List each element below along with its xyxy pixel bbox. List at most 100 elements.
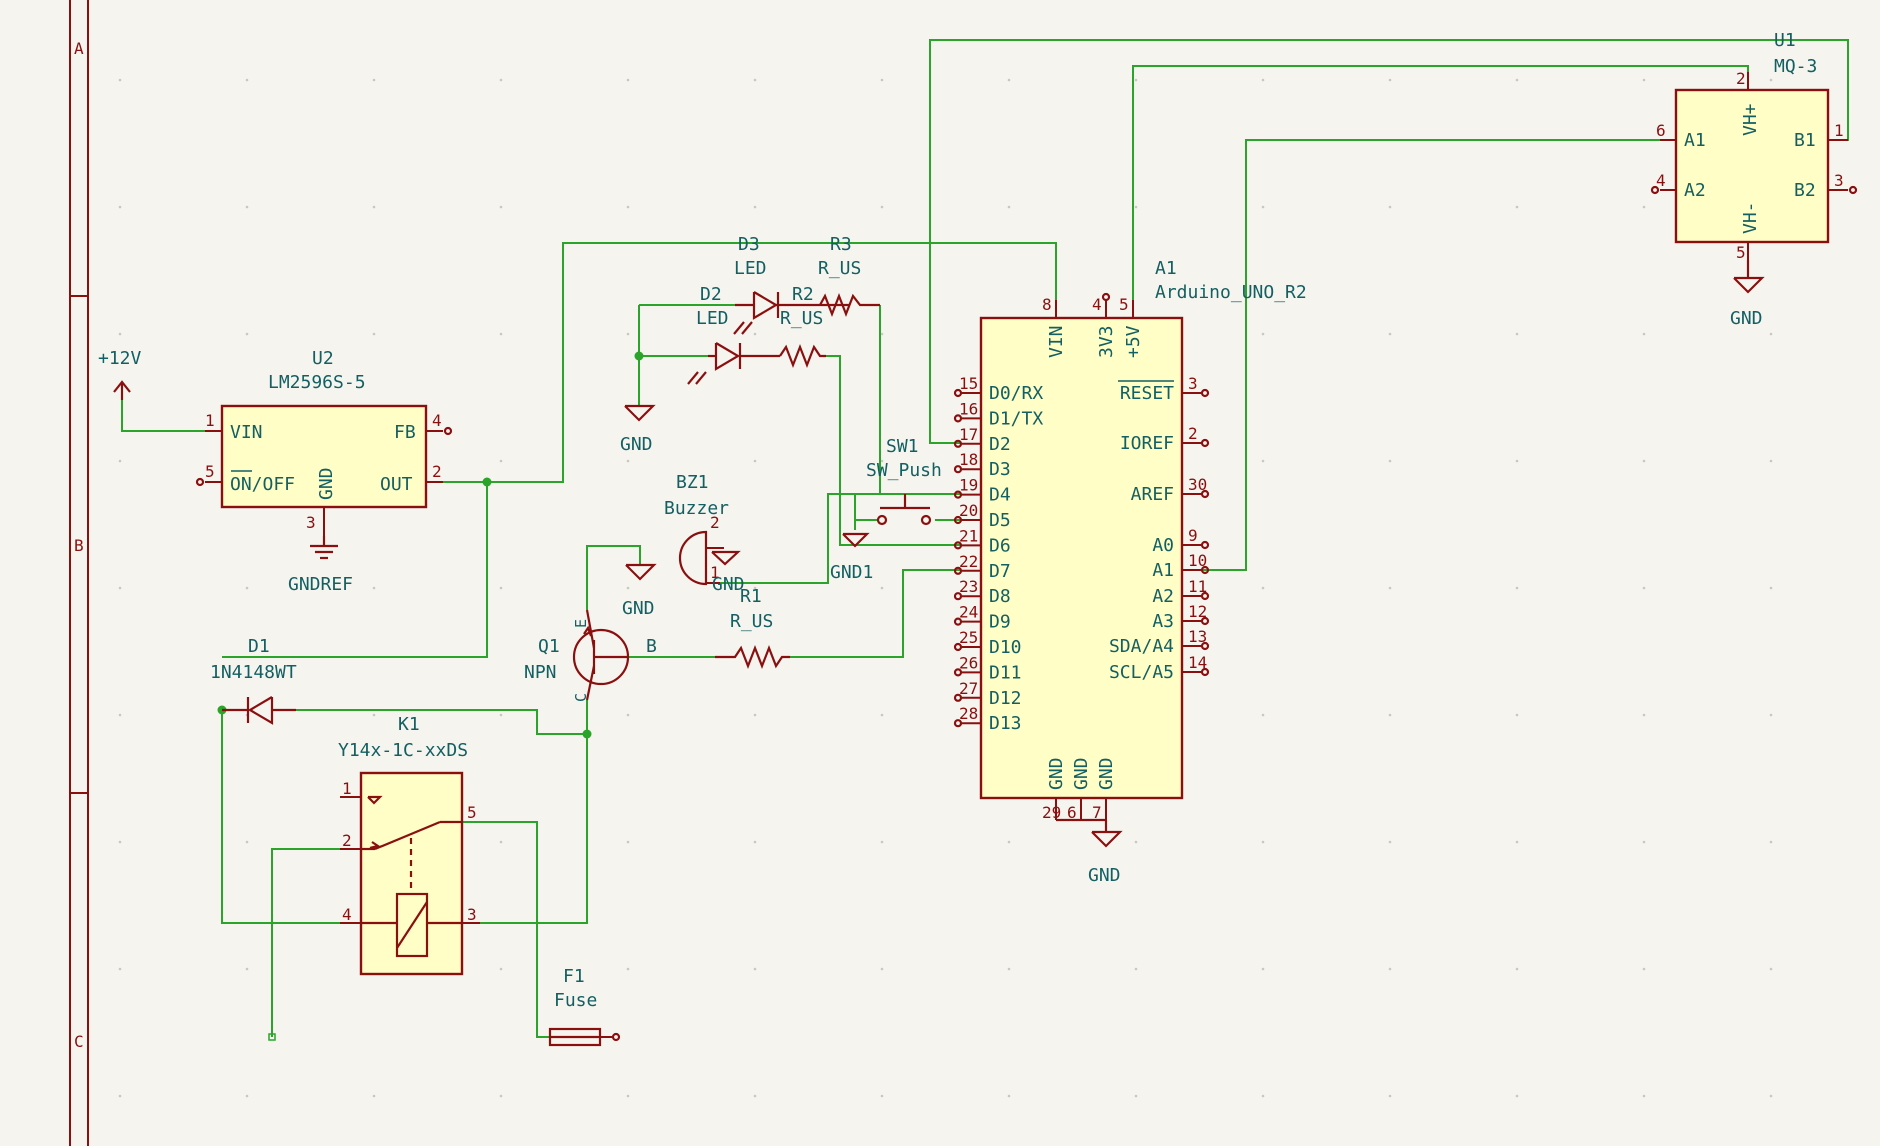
zone-label-a: A xyxy=(74,39,84,58)
zone-label-c: C xyxy=(74,1032,84,1051)
k1-pin-num-2: 2 xyxy=(342,831,352,850)
u1-pin-num-6: 6 xyxy=(1656,121,1666,140)
sw1-value: SW_Push xyxy=(866,460,942,481)
u2-pin-num-5: 5 xyxy=(205,462,215,481)
u1-pin-b1: B1 xyxy=(1794,130,1816,151)
r3-ref: R3 xyxy=(830,234,852,255)
u2-pin-num-1: 1 xyxy=(205,411,215,430)
r3-resistor[interactable]: R3 R_US xyxy=(795,234,880,318)
a1-pin-label-scl-a5: SCL/A5 xyxy=(1109,662,1174,683)
u2-regulator[interactable]: U2 LM2596S-5 VIN FB ON/OFF OUT GND 1 4 5… xyxy=(195,348,453,536)
a1-pin-num-22: 22 xyxy=(959,552,978,571)
a1-pin-num-10: 10 xyxy=(1188,551,1207,570)
a1-pin-label-vin: VIN xyxy=(1046,325,1067,358)
gnd1-label: GND1 xyxy=(830,562,873,583)
u2-pin-fb: FB xyxy=(394,422,416,443)
q1-transistor[interactable]: Q1 NPN E B C xyxy=(524,609,657,702)
a1-pin-end-30 xyxy=(1200,489,1210,499)
gnd-q1: GND xyxy=(622,563,657,619)
d1-value: 1N4148WT xyxy=(210,662,297,683)
a1-pin-num-6: 6 xyxy=(1067,803,1077,822)
k1-value: Y14x-1C-xxDS xyxy=(338,740,468,761)
r2-resistor[interactable]: R2 R_US xyxy=(779,284,826,369)
gndref-label: GNDREF xyxy=(288,574,353,595)
bz1-buzzer[interactable]: BZ1 Buzzer 2 1 GND xyxy=(664,472,745,595)
d3-ref: D3 xyxy=(738,234,760,255)
a1-pin-num-15: 15 xyxy=(959,374,978,393)
d1-diode[interactable]: D1 1N4148WT xyxy=(210,636,297,725)
a1-pin-end-3 xyxy=(1200,388,1210,398)
u2-pin-num-3: 3 xyxy=(306,513,316,532)
gnd-led-label: GND xyxy=(620,434,653,455)
a1-pin-label-reset: RESET xyxy=(1120,383,1174,404)
u2-pin-out: OUT xyxy=(380,474,413,495)
u1-pin-a1: A1 xyxy=(1684,130,1706,151)
a1-pin-num-2: 2 xyxy=(1188,424,1198,443)
r3-value: R_US xyxy=(818,258,861,279)
a1-pin-num-20: 20 xyxy=(959,501,978,520)
a1-pin-end-15 xyxy=(953,388,963,398)
d2-led[interactable]: D2 LED xyxy=(687,284,780,385)
d3-led[interactable]: D3 LED xyxy=(733,234,795,335)
a1-pin-label-plus5v: +5V xyxy=(1123,325,1144,358)
a1-pin-label-d0-rx: D0/RX xyxy=(989,383,1043,404)
a1-pin-label-d10: D10 xyxy=(989,637,1022,658)
u1-pin-num-2: 2 xyxy=(1736,69,1746,88)
a1-pin-end-27 xyxy=(953,693,963,702)
a1-pin-end-17 xyxy=(953,439,963,448)
a1-pin-label-a2: A2 xyxy=(1152,586,1174,607)
sw1-pushbutton[interactable]: SW1 SW_Push xyxy=(866,436,942,526)
a1-pin-label-d4: D4 xyxy=(989,485,1011,506)
a1-pin-num-5: 5 xyxy=(1119,295,1129,314)
a1-pin-num-26: 26 xyxy=(959,653,978,672)
u2-pin-onoff: ON/OFF xyxy=(230,474,295,495)
k1-pin-num-3: 3 xyxy=(467,905,477,924)
u1-pin-num-4: 4 xyxy=(1656,171,1666,190)
bz1-pin-num-1: 1 xyxy=(710,563,720,582)
r1-ref: R1 xyxy=(740,586,762,607)
a1-pin-label-3v3: 3V3 xyxy=(1096,325,1117,358)
a1-pin-end-23 xyxy=(953,592,963,601)
u1-mq3[interactable]: U1 MQ-3 A1 A2 B1 B2 VH+ VH- 6 4 1 3 2 5 xyxy=(1650,30,1858,262)
a1-pin-label-d1-tx: D1/TX xyxy=(989,408,1043,429)
a1-pin-num-11: 11 xyxy=(1188,577,1207,596)
sw1-ref: SW1 xyxy=(886,436,919,457)
bz1-value: Buzzer xyxy=(664,498,729,519)
a1-pin-num-3: 3 xyxy=(1188,374,1198,393)
gnd-a1-label: GND xyxy=(1088,865,1121,886)
r1-resistor[interactable]: R1 R_US xyxy=(715,586,790,670)
a1-pin-label-d7: D7 xyxy=(989,561,1011,582)
bz1-gnd-label: GND xyxy=(712,574,745,595)
f1-ref: F1 xyxy=(563,966,585,987)
a1-pin-label-d12: D12 xyxy=(989,688,1022,709)
a1-value: Arduino_UNO_R2 xyxy=(1155,282,1307,303)
a1-pin-num-28: 28 xyxy=(959,704,978,723)
r1-value: R_US xyxy=(730,611,773,632)
k1-pin-num-1: 1 xyxy=(342,779,352,798)
f1-value: Fuse xyxy=(554,990,597,1011)
d2-value: LED xyxy=(696,308,729,329)
gnd1-symbol: GND1 xyxy=(830,532,873,583)
a1-pin-label-d13: D13 xyxy=(989,713,1022,734)
a1-pin-end-26 xyxy=(953,668,963,677)
gnd-led: GND xyxy=(620,404,656,455)
k1-pin-num-4: 4 xyxy=(342,905,352,924)
a1-pin-num-12: 12 xyxy=(1188,602,1207,621)
u1-pin-num-3: 3 xyxy=(1834,171,1844,190)
a1-pin-num-13: 13 xyxy=(1188,627,1207,646)
gnd-a1: GND xyxy=(1088,820,1123,886)
a1-pin-end-22 xyxy=(953,566,963,575)
f1-fuse[interactable]: F1 Fuse xyxy=(548,966,621,1047)
u1-ref: U1 xyxy=(1774,30,1796,51)
u1-pin-num-1: 1 xyxy=(1834,121,1844,140)
k1-relay[interactable]: K1 Y14x-1C-xxDS 1 2 4 5 3 xyxy=(338,714,480,976)
junctions xyxy=(217,351,644,739)
q1-ref: Q1 xyxy=(538,636,560,657)
u1-pin-vhm: VH- xyxy=(1740,201,1761,234)
a1-pin-label-d5: D5 xyxy=(989,510,1011,531)
a1-pin-end-11 xyxy=(1200,591,1210,601)
a1-pin-label-gnd-29: GND xyxy=(1046,757,1067,790)
a1-pin-num-25: 25 xyxy=(959,628,978,647)
a1-pin-label-aref: AREF xyxy=(1131,484,1174,505)
